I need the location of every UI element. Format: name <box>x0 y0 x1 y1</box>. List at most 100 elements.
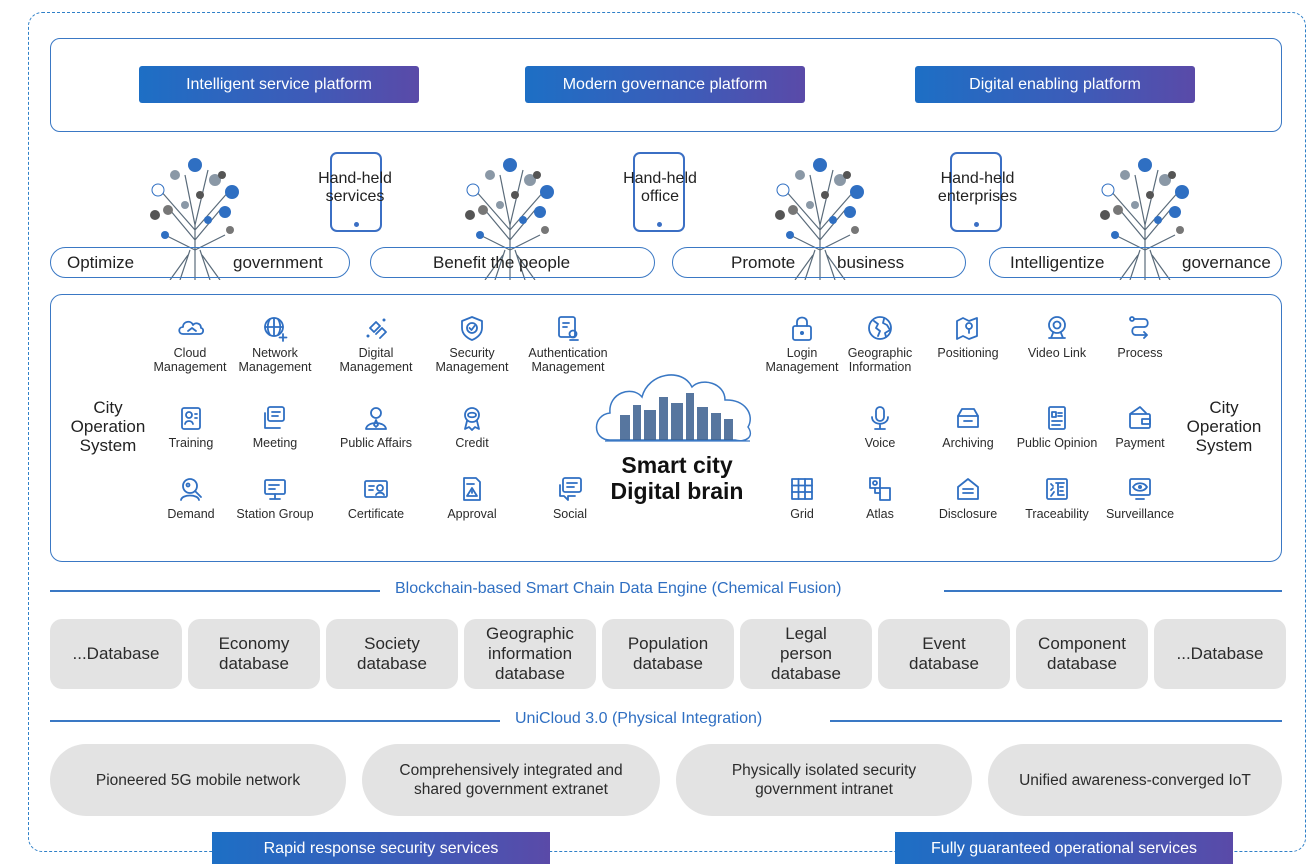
disclosure-icon <box>957 478 979 500</box>
icon-item: Process <box>1090 314 1190 360</box>
database-label: ...Database <box>1176 644 1264 663</box>
document-icon <box>1048 406 1066 430</box>
shield-icon <box>461 316 483 341</box>
wallet-icon <box>1129 406 1151 429</box>
icon-item: Social <box>520 475 620 521</box>
database-label: ...Database <box>72 644 160 663</box>
pill-intelligentize-governance: Intelligentize governance <box>989 247 1282 278</box>
network-box: Pioneered 5G mobile network <box>50 744 346 816</box>
handheld-line1: Hand-held <box>318 170 392 187</box>
handheld-line1: Hand-held <box>940 170 1015 187</box>
icon-label: Approval <box>447 507 497 521</box>
icon-item: Login Management <box>752 314 852 374</box>
meeting-icon <box>264 406 285 429</box>
icon-item: Archiving <box>918 404 1018 450</box>
icon-label: Positioning <box>937 346 999 360</box>
database-label: Economy database <box>218 634 290 673</box>
tree-icon <box>465 158 554 280</box>
icon-item: Video Link <box>1007 314 1107 360</box>
handheld-enterprises-label: Hand-held enterprises <box>920 170 1035 206</box>
cloud-icon <box>178 320 204 335</box>
icon-item: Credit <box>422 404 522 450</box>
section-divider <box>50 590 380 592</box>
icon-label: Video Link <box>1027 346 1087 360</box>
icon-label: Traceability <box>1025 507 1089 521</box>
auth-icon <box>558 316 579 341</box>
section-divider <box>944 590 1282 592</box>
grid-icon <box>791 478 813 500</box>
network-label: Pioneered 5G mobile network <box>95 771 301 789</box>
brain-line2: Digital brain <box>610 478 744 504</box>
tablet-icon <box>330 152 382 232</box>
icon-item: Demand <box>141 475 241 521</box>
chat-icon <box>559 477 582 501</box>
pill-right-text: business <box>837 253 905 272</box>
atlas-icon <box>869 477 891 501</box>
icon-item: Station Group <box>225 475 325 521</box>
digital-icon <box>366 318 387 339</box>
pill-promote-business: Promote business <box>672 247 966 278</box>
data-engine-title: Blockchain-based Smart Chain Data Engine… <box>395 580 842 597</box>
person-icon <box>365 407 387 430</box>
map-pin-icon <box>956 317 978 340</box>
icon-item: Digital Management <box>326 314 426 374</box>
side-line: Operation <box>70 417 146 436</box>
microphone-icon <box>871 406 889 430</box>
icon-item: Traceability <box>1007 475 1107 521</box>
icon-item: Cloud Management <box>140 314 240 374</box>
side-line: System <box>79 436 137 455</box>
icon-item: Public Affairs <box>326 404 426 450</box>
footer-security-services: Rapid response security services <box>212 832 550 864</box>
icon-item: Grid <box>752 475 852 521</box>
pill-right-text: governance <box>1182 253 1271 272</box>
database-label: Geographic information database <box>486 624 574 683</box>
database-box: ...Database <box>1154 619 1286 689</box>
database-box: Component database <box>1016 619 1148 689</box>
training-icon <box>181 407 201 430</box>
icon-item: Payment <box>1090 404 1190 450</box>
icon-label: Cloud Management <box>153 346 227 374</box>
platform-digital-enabling: Digital enabling platform <box>915 66 1195 103</box>
icon-label: Training <box>168 436 214 450</box>
city-operation-system-left: City Operation System <box>58 398 158 455</box>
icon-label: Digital Management <box>339 346 413 374</box>
icon-label: Disclosure <box>938 507 998 521</box>
pill-left-text: Optimize <box>67 253 135 272</box>
network-box: Physically isolated security government … <box>676 744 972 816</box>
icon-label: Grid <box>790 507 814 521</box>
brain-line1: Smart city <box>621 452 733 478</box>
icon-item: Security Management <box>422 314 522 374</box>
icon-label: Certificate <box>347 507 405 521</box>
webcam-icon <box>1048 316 1066 339</box>
icon-label: Login Management <box>765 346 839 374</box>
network-label: Unified awareness-converged IoT <box>1019 771 1251 789</box>
icon-label: Social <box>552 507 588 521</box>
icon-label: Process <box>1117 346 1163 360</box>
icon-label: Surveillance <box>1105 507 1175 521</box>
database-label: Society database <box>357 634 427 673</box>
lock-icon <box>792 316 812 341</box>
network-box: Unified awareness-converged IoT <box>988 744 1282 816</box>
process-icon <box>1129 316 1149 339</box>
icon-label: Station Group <box>236 507 314 521</box>
monitor-icon <box>264 479 286 500</box>
icon-label: Security Management <box>435 346 509 374</box>
database-label: Event database <box>909 634 979 673</box>
icon-item: Meeting <box>225 404 325 450</box>
archive-icon <box>957 408 979 428</box>
unicloud-title: UniCloud 3.0 (Physical Integration) <box>515 710 763 727</box>
handheld-line1: Hand-held <box>623 170 697 187</box>
icon-item: Disclosure <box>918 475 1018 521</box>
database-label: Component database <box>1038 634 1126 673</box>
database-label: Population database <box>627 634 709 673</box>
icon-label: Geographic Information <box>847 346 913 374</box>
pill-right-text: government <box>233 253 323 272</box>
icon-label: Voice <box>864 436 896 450</box>
icon-label: Archiving <box>942 436 994 450</box>
handheld-line2: office <box>641 188 679 205</box>
section-divider <box>830 720 1282 722</box>
certificate-icon <box>364 480 388 498</box>
network-label: Physically isolated security government … <box>731 762 917 798</box>
smart-city-brain-title: Smart city Digital brain <box>592 452 762 504</box>
icon-label: Payment <box>1115 436 1165 450</box>
